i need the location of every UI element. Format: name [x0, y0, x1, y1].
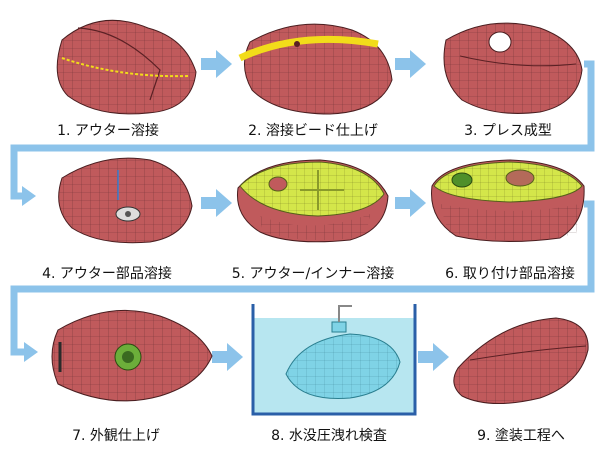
step9-tank-image	[454, 318, 588, 404]
step6-label: 6. 取り付け部品溶接	[445, 266, 575, 282]
step4-tank-image	[59, 158, 192, 243]
arrow-step4-step5	[201, 189, 232, 217]
step6-tank-image	[432, 160, 585, 242]
step8-label: 8. 水没圧洩れ検査	[271, 428, 387, 444]
arrow-step1-step2	[201, 50, 232, 78]
step5-tank-image	[237, 160, 388, 242]
step3-tank-image	[444, 23, 582, 113]
arrow-step8-step9	[418, 343, 449, 371]
step8-water-tank-image	[253, 304, 415, 414]
step1-label: 1. アウター溶接	[57, 123, 159, 139]
arrow-step5-step6	[395, 189, 426, 217]
arrow-step2-step3	[395, 50, 426, 78]
step3-label: 3. プレス成型	[464, 123, 552, 139]
step9-label: 9. 塗装工程へ	[477, 428, 565, 444]
step4-label: 4. アウター部品溶接	[42, 266, 172, 282]
step1-tank-image	[57, 20, 196, 114]
step7-label: 7. 外観仕上げ	[72, 428, 160, 444]
step5-label: 5. アウター/インナー溶接	[232, 266, 395, 282]
arrow-step7-step8	[212, 343, 243, 371]
step7-tank-image	[52, 310, 212, 400]
step2-tank-image	[240, 24, 392, 114]
step2-label: 2. 溶接ビード仕上げ	[248, 123, 378, 139]
